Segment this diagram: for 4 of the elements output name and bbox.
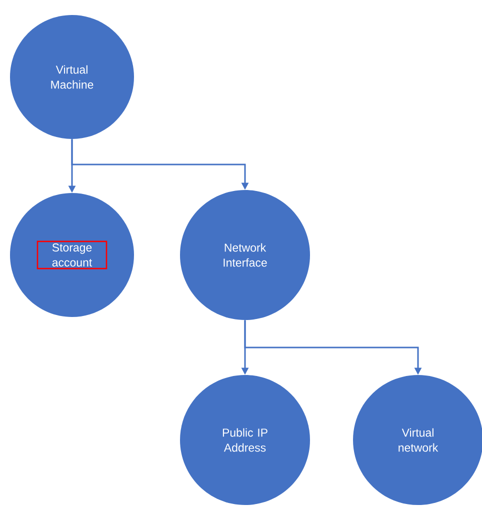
circle-node: Public IP Address <box>180 375 310 505</box>
circle-node: Virtual Machine <box>10 15 134 139</box>
circle-node: Storage account <box>10 193 134 317</box>
circle-node: Network Interface <box>180 190 310 320</box>
